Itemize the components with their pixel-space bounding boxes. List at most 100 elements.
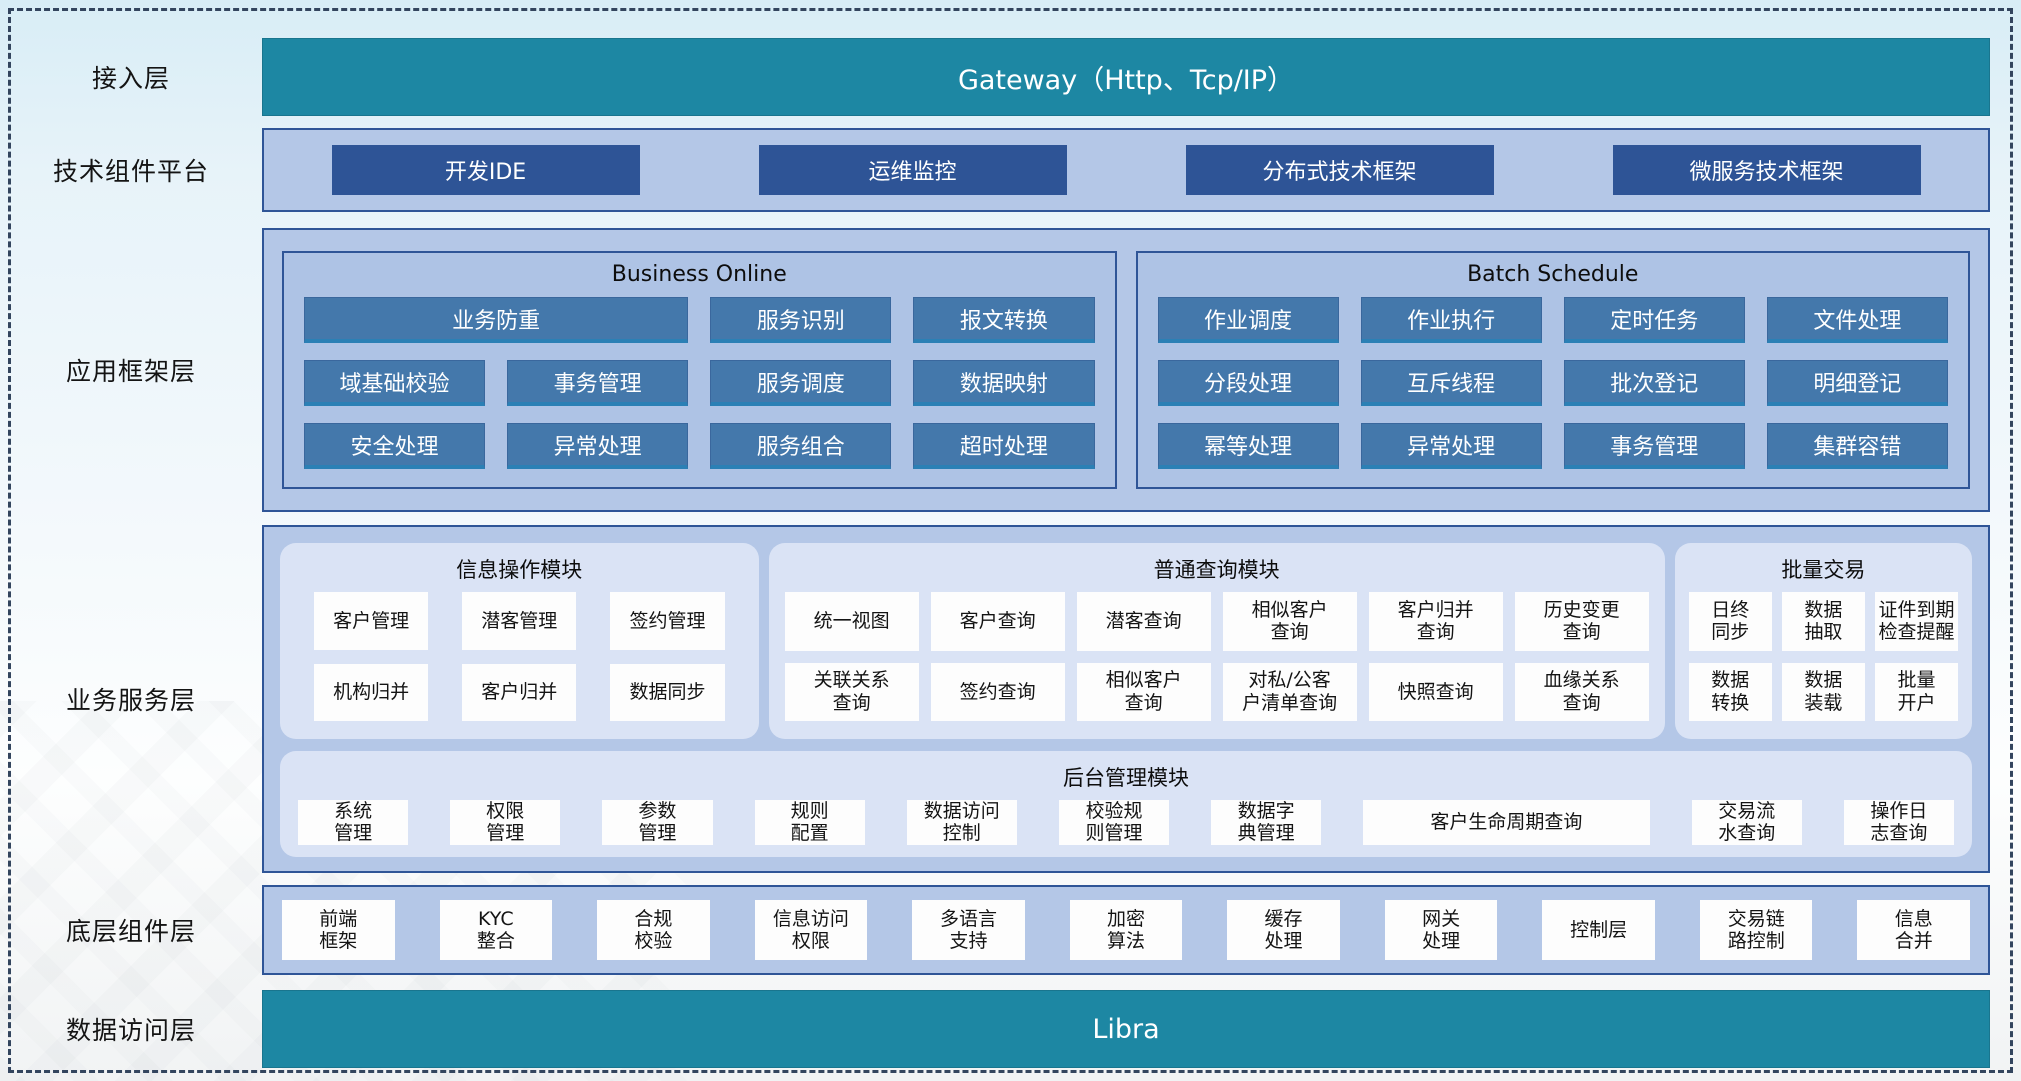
libra-bar: Libra <box>262 990 1990 1068</box>
tech-component-button: 分布式技术框架 <box>1185 145 1494 195</box>
business-online-grid: 业务防重服务识别报文转换域基础校验事务管理服务调度数据映射安全处理异常处理服务组… <box>284 297 1115 487</box>
business-online-item: 事务管理 <box>507 360 689 406</box>
base-component-item: 前端 框架 <box>282 900 395 960</box>
batch-schedule-item: 批次登记 <box>1563 360 1745 406</box>
backend-admin-item: 数据访问 控制 <box>906 800 1017 845</box>
base-component-item: 控制层 <box>1542 900 1655 960</box>
info-operation-item: 签约管理 <box>610 592 725 650</box>
batch-trade-item: 数据 抽取 <box>1781 592 1865 651</box>
batch-trade-title: 批量交易 <box>1781 558 1866 582</box>
tech-platform-row: 技术组件平台 开发IDE 运维监控 分布式技术框架 微服务技术框架 <box>0 128 2021 212</box>
base-component-item: 加密 算法 <box>1069 900 1183 960</box>
batch-schedule-item: 定时任务 <box>1563 297 1745 343</box>
batch-trade-item: 证件到期 检查提醒 <box>1874 592 1958 651</box>
base-component-item: 多语言 支持 <box>912 900 1025 960</box>
common-query-item: 关联关系 查询 <box>784 662 919 721</box>
base-component-item: 网关 处理 <box>1384 900 1498 960</box>
batch-trade-item: 批量 开户 <box>1874 662 1958 721</box>
base-component-row: 底层组件层 前端 框架 KYC 整合合规 校验信息访问 权限多语言 支持加密 算法… <box>0 885 2021 975</box>
layer-label-business-service: 业务服务层 <box>65 686 196 715</box>
common-query-item: 对私/公客 户清单查询 <box>1222 662 1357 721</box>
data-access-row: 数据访问层 Libra <box>0 990 2021 1068</box>
business-online-item: 异常处理 <box>507 423 689 469</box>
layer-label-data-access: 数据访问层 <box>65 1016 196 1045</box>
common-query-item: 历史变更 查询 <box>1514 592 1649 651</box>
base-component-item: 交易链 路控制 <box>1699 900 1813 960</box>
business-online-item: 报文转换 <box>913 297 1095 343</box>
batch-trade-item: 数据 转换 <box>1688 662 1772 721</box>
batch-schedule-grid: 作业调度作业执行定时任务文件处理分段处理互斥线程批次登记明细登记幂等处理异常处理… <box>1138 297 1969 487</box>
batch-schedule-box: Batch Schedule 作业调度作业执行定时任务文件处理分段处理互斥线程批… <box>1135 251 1970 489</box>
base-component-item: 缓存 处理 <box>1227 900 1340 960</box>
backend-admin-item: 系统 管理 <box>298 800 409 845</box>
batch-schedule-item: 明细登记 <box>1766 360 1948 406</box>
info-operation-item: 客户管理 <box>314 592 429 650</box>
batch-trade-module: 批量交易 日终 同步数据 抽取证件到期 检查提醒数据 转换数据 装载批量 开户 <box>1674 543 1973 739</box>
backend-admin-item: 客户生命周期查询 <box>1363 800 1650 845</box>
batch-trade-item: 数据 装载 <box>1781 662 1865 721</box>
batch-schedule-title: Batch Schedule <box>1467 262 1639 287</box>
common-query-item: 相似客户 查询 <box>1222 592 1357 651</box>
gateway-bar: Gateway（Http、Tcp/IP） <box>262 38 1990 116</box>
common-query-item: 签约查询 <box>930 662 1065 721</box>
backend-admin-title: 后台管理模块 <box>1063 766 1189 790</box>
base-component-panel: 前端 框架 KYC 整合合规 校验信息访问 权限多语言 支持加密 算法缓存 处理网… <box>262 885 1990 975</box>
tech-component-button: 开发IDE <box>331 145 640 195</box>
business-online-item: 服务组合 <box>710 423 892 469</box>
batch-trade-grid: 日终 同步数据 抽取证件到期 检查提醒数据 转换数据 装载批量 开户 <box>1675 592 1972 739</box>
base-component-item: KYC 整合 <box>439 900 553 960</box>
business-online-item: 服务识别 <box>710 297 892 343</box>
tech-component-button: 运维监控 <box>758 145 1067 195</box>
business-online-item: 域基础校验 <box>304 360 486 406</box>
business-online-item: 数据映射 <box>913 360 1095 406</box>
base-component-item: 信息访问 权限 <box>754 900 868 960</box>
info-operation-item: 潜客管理 <box>462 592 577 650</box>
business-service-panel: 信息操作模块 客户管理潜客管理签约管理机构归并客户归并数据同步 普通查询模块 统… <box>262 525 1990 873</box>
business-online-item: 业务防重 <box>304 297 689 343</box>
common-query-item: 客户查询 <box>930 592 1065 651</box>
backend-admin-item: 交易流 水查询 <box>1691 800 1802 845</box>
tech-component-button: 微服务技术框架 <box>1612 145 1921 195</box>
layer-label-app-framework: 应用框架层 <box>65 357 196 386</box>
app-framework-row: 应用框架层 Business Online 业务防重服务识别报文转换域基础校验事… <box>0 228 2021 512</box>
batch-schedule-item: 分段处理 <box>1157 360 1339 406</box>
batch-schedule-item: 互斥线程 <box>1360 360 1542 406</box>
tech-platform-panel: 开发IDE 运维监控 分布式技术框架 微服务技术框架 <box>262 128 1990 212</box>
base-component-item: 合规 校验 <box>597 900 710 960</box>
business-service-row: 业务服务层 信息操作模块 客户管理潜客管理签约管理机构归并客户归并数据同步 普通… <box>0 525 2021 873</box>
backend-admin-grid: 系统 管理权限 管理参数 管理规则 配置数据访问 控制校验规 则管理数据字 典管… <box>280 800 1972 859</box>
business-online-item: 服务调度 <box>710 360 892 406</box>
batch-schedule-item: 异常处理 <box>1360 423 1542 469</box>
info-operation-item: 机构归并 <box>314 663 429 721</box>
business-online-item: 安全处理 <box>304 423 486 469</box>
batch-schedule-item: 作业执行 <box>1360 297 1542 343</box>
common-query-module: 普通查询模块 统一视图客户查询潜客查询相似客户 查询客户归并 查询历史变更 查询… <box>768 543 1665 739</box>
common-query-title: 普通查询模块 <box>1153 558 1280 582</box>
backend-admin-item: 校验规 则管理 <box>1058 800 1170 845</box>
app-framework-panel: Business Online 业务防重服务识别报文转换域基础校验事务管理服务调… <box>262 228 1990 512</box>
business-online-box: Business Online 业务防重服务识别报文转换域基础校验事务管理服务调… <box>282 251 1117 489</box>
info-operation-title: 信息操作模块 <box>456 558 583 582</box>
backend-admin-module: 后台管理模块 系统 管理权限 管理参数 管理规则 配置数据访问 控制校验规 则管… <box>280 751 1972 857</box>
business-online-item: 超时处理 <box>913 423 1095 469</box>
batch-schedule-item: 事务管理 <box>1563 423 1745 469</box>
info-operation-module: 信息操作模块 客户管理潜客管理签约管理机构归并客户归并数据同步 <box>280 543 759 739</box>
batch-schedule-item: 作业调度 <box>1157 297 1339 343</box>
business-online-title: Business Online <box>611 262 787 287</box>
layer-label-base-component: 底层组件层 <box>65 917 196 946</box>
layer-label-tech-platform: 技术组件平台 <box>52 157 209 186</box>
base-component-item: 信息 合并 <box>1857 900 1971 960</box>
backend-admin-item: 操作日 志查询 <box>1843 800 1954 845</box>
info-operation-item: 客户归并 <box>462 663 577 721</box>
backend-admin-item: 数据字 典管理 <box>1211 800 1322 845</box>
batch-schedule-item: 幂等处理 <box>1157 423 1339 469</box>
info-operation-grid: 客户管理潜客管理签约管理机构归并客户归并数据同步 <box>280 592 759 739</box>
batch-schedule-item: 文件处理 <box>1766 297 1948 343</box>
layer-label-access: 接入层 <box>91 64 170 93</box>
common-query-item: 血缘关系 查询 <box>1514 662 1649 721</box>
access-layer-row: 接入层 Gateway（Http、Tcp/IP） <box>0 38 2021 116</box>
backend-admin-item: 参数 管理 <box>602 800 713 845</box>
common-query-item: 相似客户 查询 <box>1076 662 1211 721</box>
backend-admin-item: 权限 管理 <box>450 800 561 845</box>
batch-trade-item: 日终 同步 <box>1688 592 1772 651</box>
